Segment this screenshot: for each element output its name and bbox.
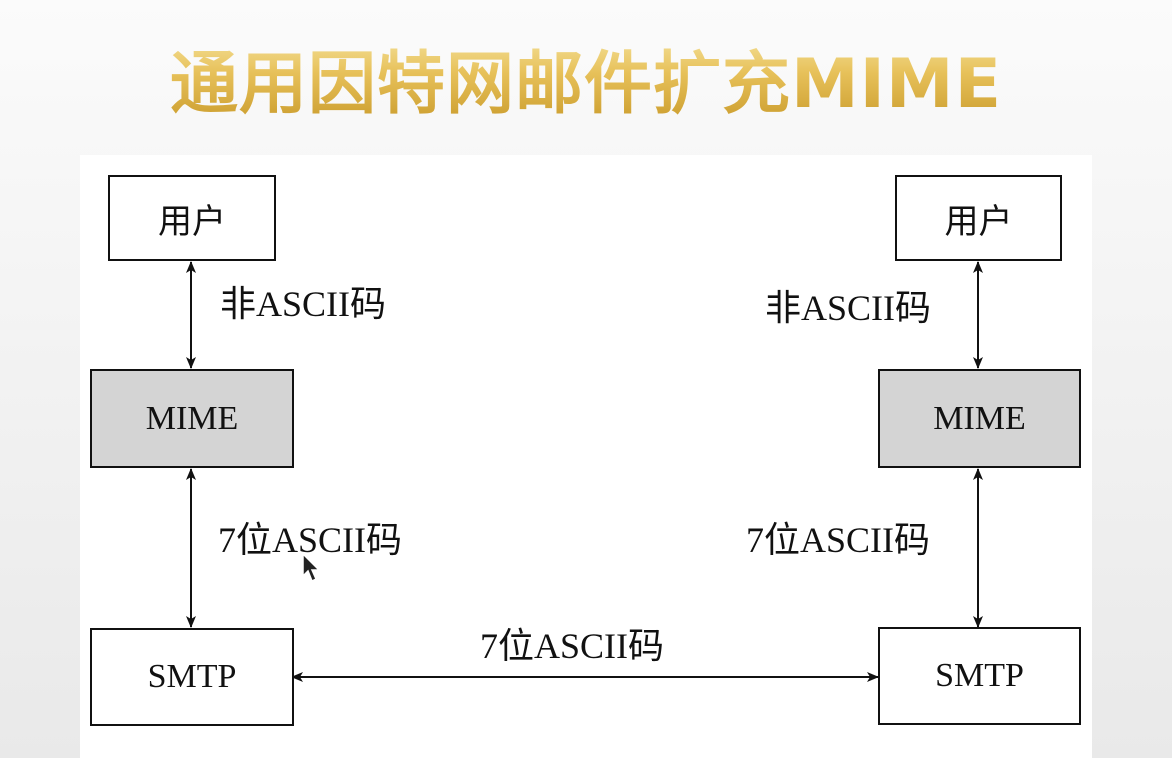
page-title: 通用因特网邮件扩充MIME <box>0 28 1172 127</box>
left-user-box: 用户 <box>108 175 276 261</box>
left-mime-label: MIME <box>145 399 239 437</box>
left-lower-edge-label: 7位ASCII码 <box>218 520 403 560</box>
left-smtp-label: SMTP <box>147 658 237 695</box>
right-user-label: 用户 <box>944 203 1013 241</box>
left-mime-box: MIME <box>90 369 294 468</box>
right-mime-box: MIME <box>878 369 1081 468</box>
smtp-link-label: 7位ASCII码 <box>480 626 665 666</box>
right-smtp-label: SMTP <box>935 657 1024 694</box>
right-mime-label: MIME <box>933 399 1026 437</box>
right-upper-edge-label: 非ASCII码 <box>765 288 932 328</box>
right-smtp-box: SMTP <box>878 627 1081 725</box>
mouse-pointer-icon <box>302 553 321 583</box>
left-smtp-box: SMTP <box>90 628 294 726</box>
right-user-box: 用户 <box>895 175 1062 261</box>
left-user-label: 用户 <box>158 203 226 241</box>
right-lower-edge-label: 7位ASCII码 <box>746 520 931 560</box>
left-upper-edge-label: 非ASCII码 <box>220 284 387 324</box>
